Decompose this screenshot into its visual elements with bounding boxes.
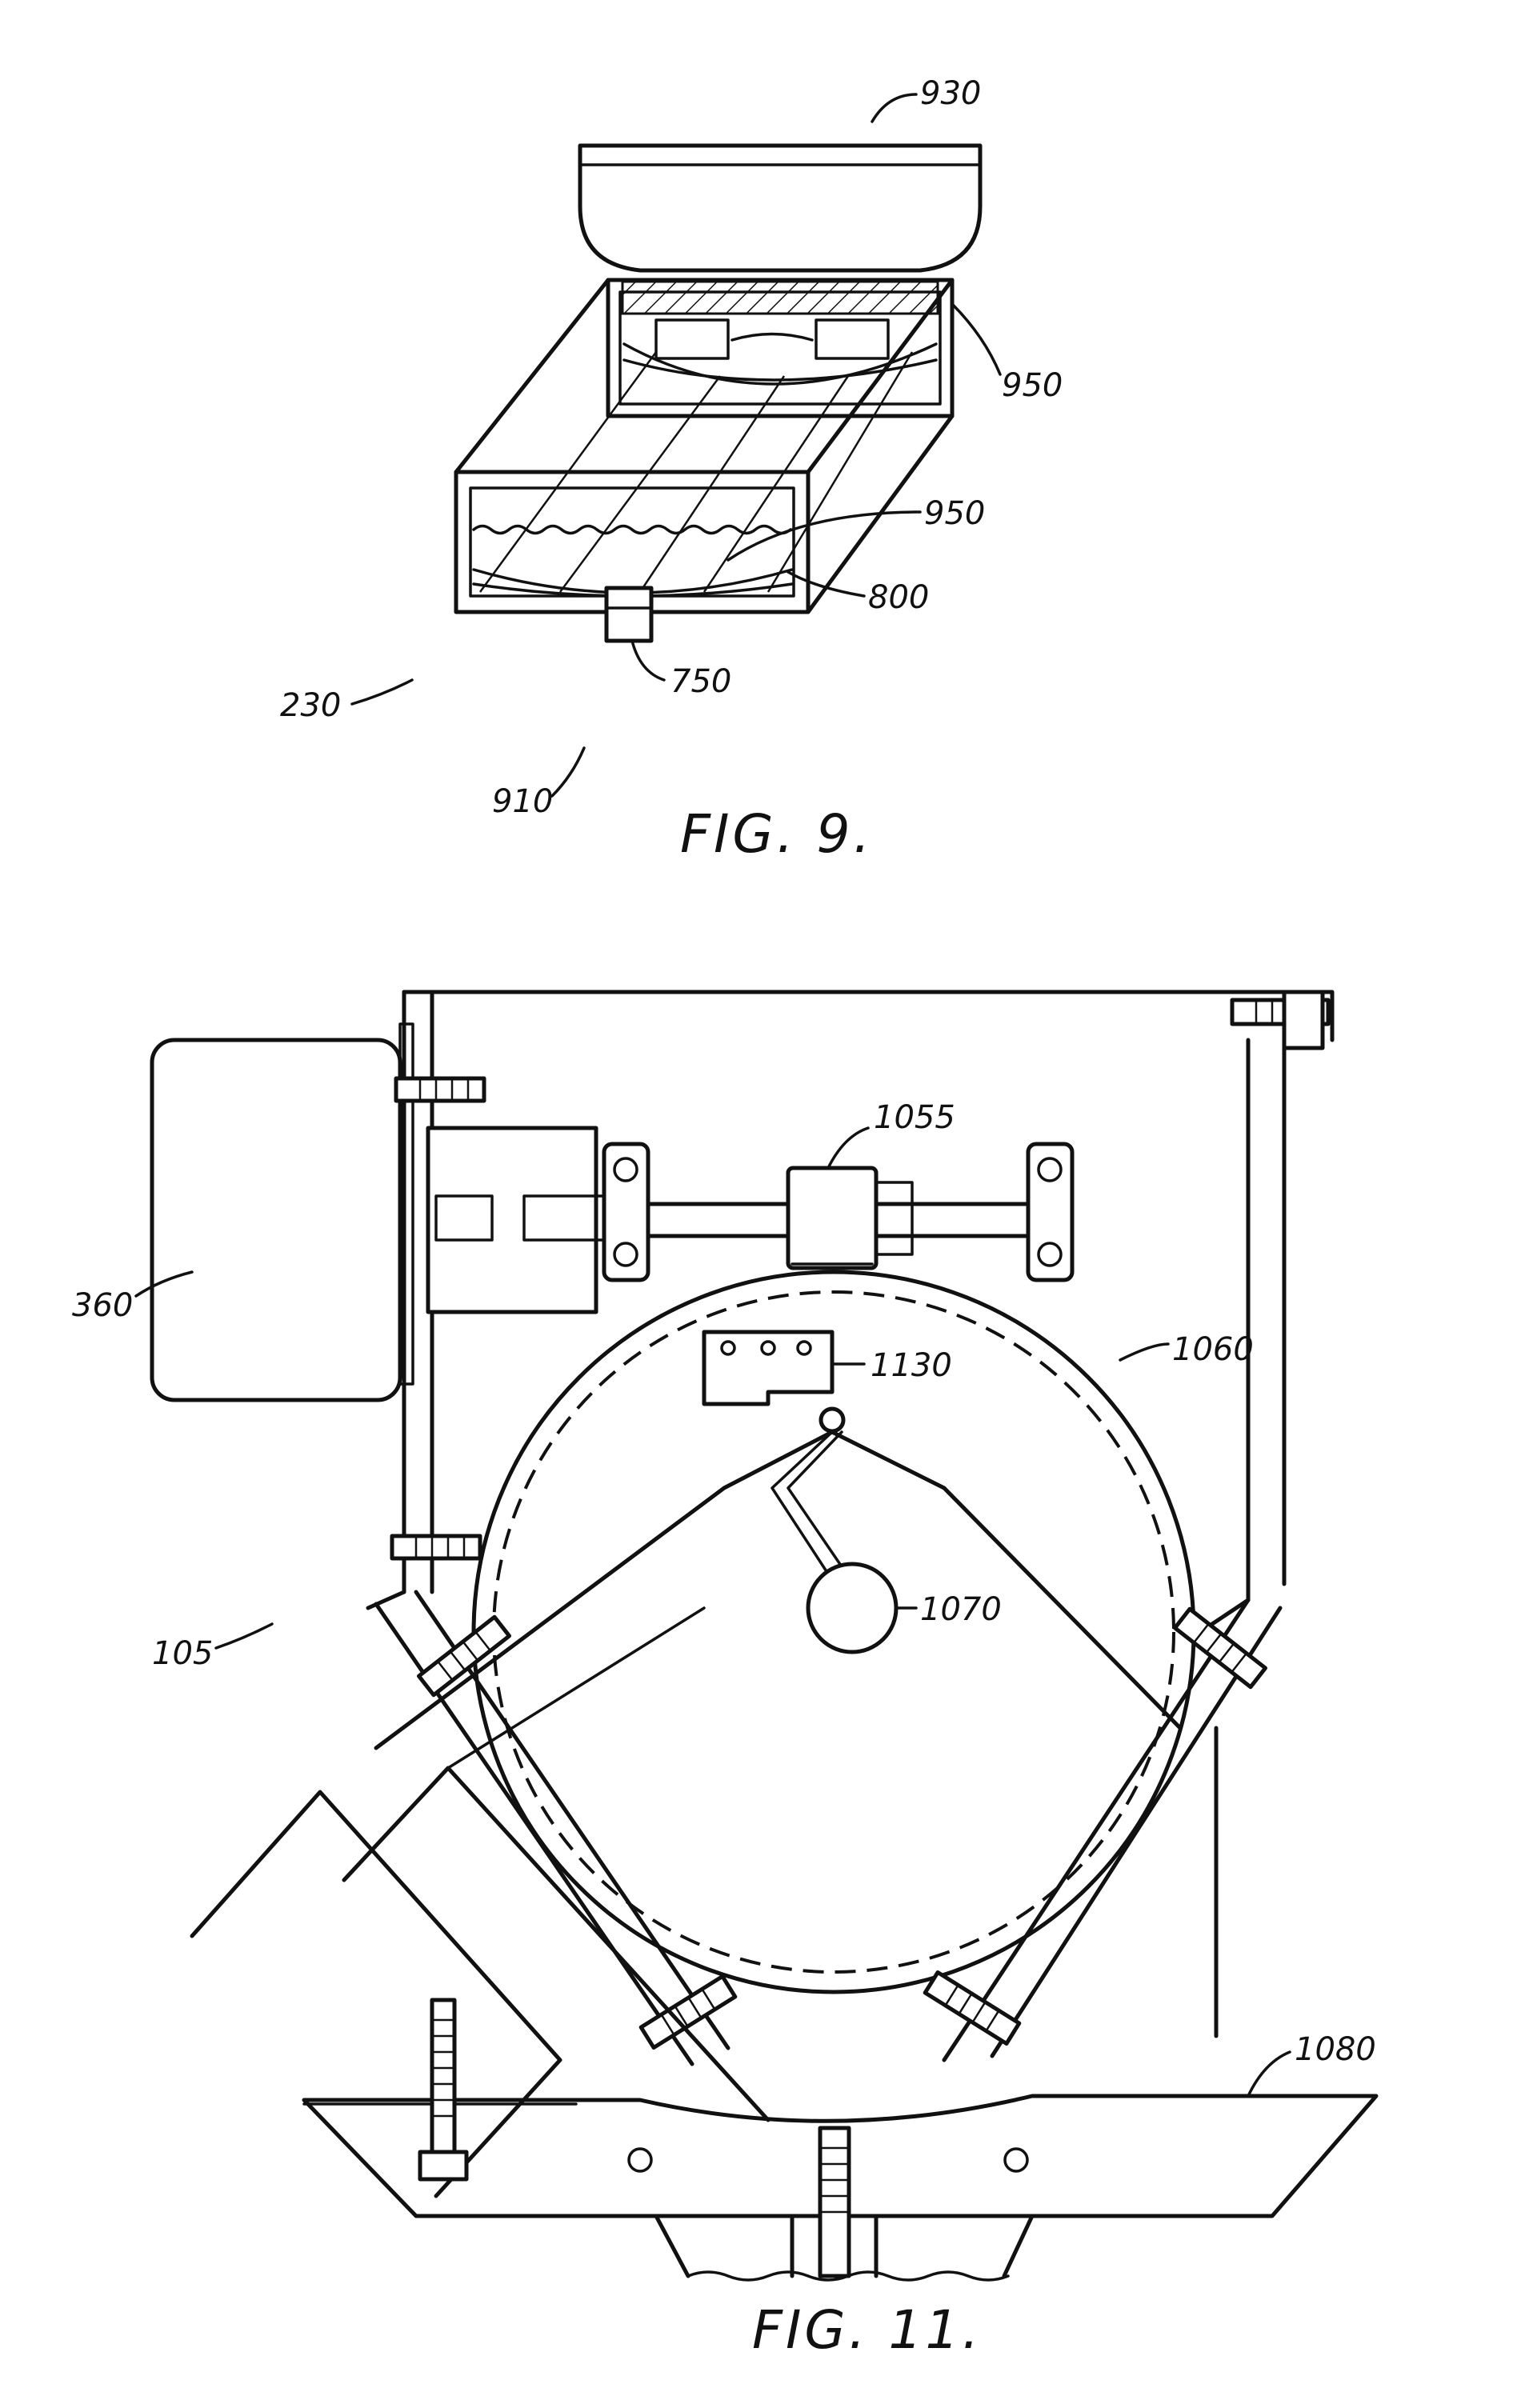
label-950-upper: 950 xyxy=(1002,367,1063,404)
figure-11: 1055 360 1130 1060 1070 105 1080 FIG. 11… xyxy=(72,992,1376,2361)
fig11-left-blocks xyxy=(192,1608,1216,2196)
fig11-bolt-mid-left xyxy=(392,1536,480,1558)
label-750: 750 xyxy=(670,663,731,700)
label-1130: 1130 xyxy=(871,1347,952,1384)
label-950-lower: 950 xyxy=(924,495,985,532)
fig11-coupling-1055 xyxy=(788,1168,876,1268)
fig9-nozzle-750 xyxy=(606,588,651,641)
fig11-v-frame xyxy=(376,1432,1280,2064)
label-105: 105 xyxy=(152,1635,213,1672)
label-360: 360 xyxy=(72,1287,133,1324)
fig9-caption: FIG. 9. xyxy=(680,803,874,865)
label-1055: 1055 xyxy=(874,1099,955,1136)
fig11-screw-left xyxy=(420,2000,466,2179)
fig11-screw-center xyxy=(792,2128,876,2276)
label-930: 930 xyxy=(920,75,981,112)
label-910: 910 xyxy=(492,783,553,820)
fig11-motor-360 xyxy=(152,1040,400,1400)
fig9-hatched-plate xyxy=(622,282,938,314)
fig11-caption: FIG. 11. xyxy=(752,2299,983,2361)
fig11-weight-1070 xyxy=(808,1564,896,1652)
label-230: 230 xyxy=(280,687,341,724)
label-1070: 1070 xyxy=(920,1591,1002,1628)
label-1080: 1080 xyxy=(1295,2031,1376,2068)
figure-9: 930 950 950 800 750 230 910 FIG. 9. xyxy=(280,75,1063,865)
fig11-shaft-assembly xyxy=(428,1128,1072,1312)
fig11-bolt-top-left xyxy=(396,1078,484,1101)
label-800: 800 xyxy=(868,579,929,616)
label-1060: 1060 xyxy=(1172,1331,1254,1368)
fig11-bolt-diag-lower-right xyxy=(925,1972,1019,2043)
